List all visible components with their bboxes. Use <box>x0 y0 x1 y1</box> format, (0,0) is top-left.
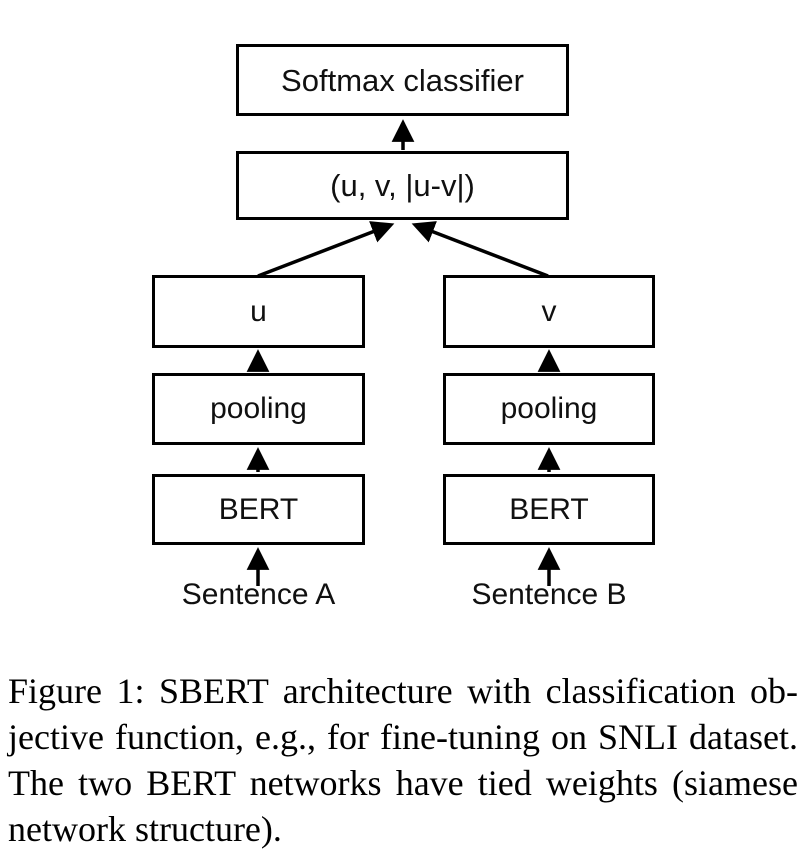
embedding-u-label: u <box>250 294 267 328</box>
caption-line-3: The two BERT networks have tied weights … <box>8 763 798 803</box>
box-bert-right: BERT <box>443 474 655 545</box>
caption-line-4: network structure). <box>8 809 282 849</box>
softmax-classifier-label: Softmax classifier <box>281 62 524 98</box>
box-embedding-u: u <box>152 275 365 348</box>
bert-left-label: BERT <box>218 492 299 526</box>
sbert-architecture-diagram: Softmax classifier (u, v, |u-v|) u v poo… <box>152 44 655 611</box>
concat-uv-label: (u, v, |u-v|) <box>330 168 475 203</box>
bert-right-label: BERT <box>509 492 589 526</box>
sentence-a-label: Sentence A <box>181 578 336 611</box>
box-embedding-v: v <box>443 275 655 348</box>
pooling-right-label: pooling <box>500 392 598 425</box>
box-softmax-classifier: Softmax classifier <box>236 44 569 116</box>
pooling-left-label: pooling <box>210 392 307 425</box>
sentence-b-label: Sentence B <box>471 578 627 611</box>
caption-line-2: jective function, e.g., for fine-tuning … <box>8 717 798 757</box>
embedding-v-label: v <box>541 294 557 328</box>
box-pooling-left: pooling <box>152 373 365 445</box>
caption-line-1: Figure 1: SBERT architecture with classi… <box>8 671 798 711</box>
arrow-v-to-concat <box>411 221 549 278</box>
box-bert-left: BERT <box>152 474 365 545</box>
figure-caption: Figure 1: SBERT architecture with classi… <box>8 668 798 852</box>
box-concat-uv: (u, v, |u-v|) <box>236 151 569 220</box>
box-pooling-right: pooling <box>443 373 655 445</box>
arrow-u-to-concat <box>257 221 395 278</box>
